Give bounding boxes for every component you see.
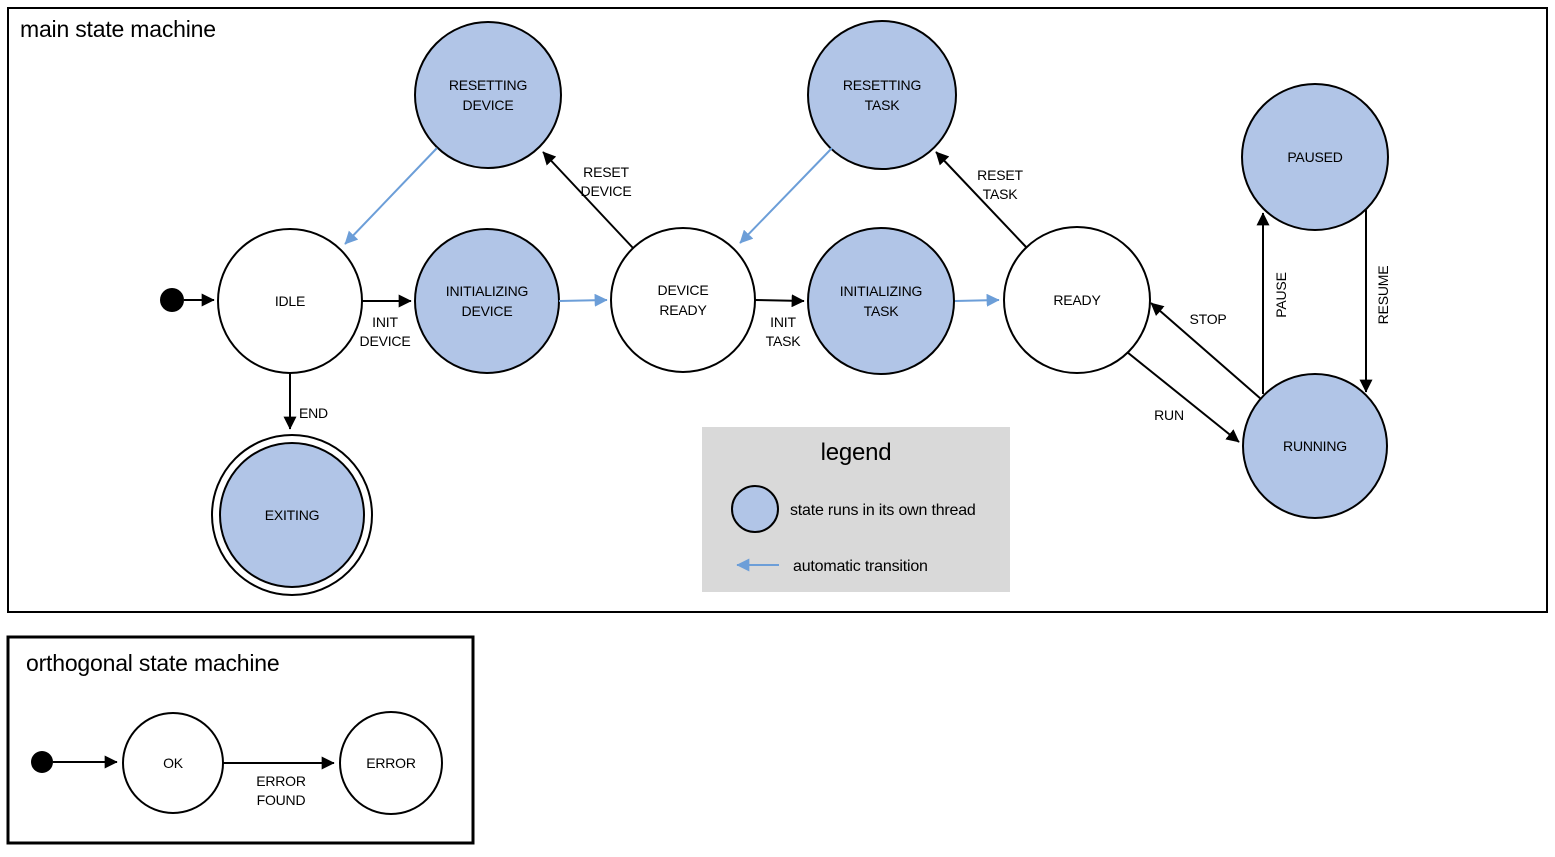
transition-label-init-task: TASK bbox=[766, 333, 802, 349]
state-label: RUNNING bbox=[1283, 438, 1347, 454]
state-label: RESETTING bbox=[843, 77, 921, 93]
transition-reset-task bbox=[935, 151, 1028, 249]
state-error: ERROR bbox=[339, 711, 443, 815]
state-circle-initializing-task bbox=[807, 227, 955, 375]
state-circle-initializing-device bbox=[414, 228, 560, 374]
state-label: ERROR bbox=[366, 755, 416, 771]
transition-auto-to-device-ready-2 bbox=[739, 147, 833, 244]
main_machine-initial-state-dot bbox=[160, 288, 184, 312]
transition-label-error-found: ERROR bbox=[256, 773, 306, 789]
orthogonal_machine-initial-state-dot bbox=[31, 751, 53, 773]
state-running: RUNNING bbox=[1242, 373, 1388, 519]
transition-label-reset-device: RESET bbox=[583, 164, 629, 180]
orthogonal_machine-title: orthogonal state machine bbox=[26, 650, 279, 676]
state-label: READY bbox=[1053, 292, 1101, 308]
state-ok: OK bbox=[122, 712, 224, 814]
transition-label-stop: STOP bbox=[1189, 311, 1226, 327]
state-label: OK bbox=[163, 755, 184, 771]
transition-label-error-found: FOUND bbox=[257, 792, 306, 808]
transition-label-init-task: INIT bbox=[770, 314, 796, 330]
state-label: TASK bbox=[865, 97, 901, 113]
legend-title: legend bbox=[821, 439, 892, 466]
state-circle-running bbox=[1242, 373, 1388, 519]
transition-label-run: RUN bbox=[1154, 407, 1184, 423]
state-label: READY bbox=[659, 302, 707, 318]
state-circle-exiting bbox=[219, 442, 365, 588]
transition-auto-to-ready bbox=[954, 293, 1000, 307]
state-label: PAUSED bbox=[1287, 149, 1342, 165]
state-circle-ready bbox=[1003, 226, 1151, 374]
legend-threaded-state-icon bbox=[731, 485, 779, 533]
state-idle: IDLE bbox=[217, 228, 363, 374]
state-resetting-device: RESETTING DEVICE bbox=[414, 21, 562, 169]
main_machine-title: main state machine bbox=[20, 16, 216, 42]
state-paused: PAUSED bbox=[1241, 83, 1389, 231]
transition-auto-to-device-ready bbox=[558, 293, 608, 307]
transition-init-task bbox=[754, 294, 805, 308]
transition-label-pause: PAUSE bbox=[1273, 272, 1289, 317]
state-label: EXITING bbox=[265, 507, 320, 523]
state-ready: READY bbox=[1003, 226, 1151, 374]
state-label: RESETTING bbox=[449, 77, 527, 93]
state-device-ready: DEVICE READY bbox=[610, 227, 756, 373]
transition-label-reset-task: RESET bbox=[977, 167, 1023, 183]
transition-label-init-device: DEVICE bbox=[360, 333, 411, 349]
state-label: DEVICE bbox=[658, 282, 709, 298]
state-label: TASK bbox=[864, 303, 900, 319]
state-circle-device-ready bbox=[610, 227, 756, 373]
transition-auto-to-idle bbox=[344, 147, 438, 245]
state-circle-error bbox=[339, 711, 443, 815]
state-label: IDLE bbox=[275, 293, 305, 309]
transition-label-reset-device: DEVICE bbox=[581, 183, 632, 199]
state-initializing-device: INITIALIZING DEVICE bbox=[414, 228, 560, 374]
state-label: INITIALIZING bbox=[840, 283, 922, 299]
state-resetting-task: RESETTING TASK bbox=[807, 20, 957, 170]
transition-label-init-device: INIT bbox=[372, 314, 398, 330]
state-circle-paused bbox=[1241, 83, 1389, 231]
transition-label-resume: RESUME bbox=[1375, 266, 1391, 325]
state-initializing-task: INITIALIZING TASK bbox=[807, 227, 955, 375]
transition-label-reset-task: TASK bbox=[983, 186, 1019, 202]
transition-label-end: END bbox=[299, 405, 328, 421]
transition-stop bbox=[1150, 302, 1262, 400]
state-label: DEVICE bbox=[462, 303, 513, 319]
state-label: DEVICE bbox=[463, 97, 514, 113]
transition-run bbox=[1126, 351, 1240, 443]
legend-item-label: state runs in its own thread bbox=[790, 502, 976, 519]
state-circle-resetting-task bbox=[807, 20, 957, 170]
transition-reset-device bbox=[542, 151, 634, 249]
state-exiting: EXITING bbox=[211, 434, 373, 596]
state-label: INITIALIZING bbox=[446, 283, 528, 299]
legend-item-label: automatic transition bbox=[793, 558, 928, 575]
state-circle-resetting-device bbox=[414, 21, 562, 169]
